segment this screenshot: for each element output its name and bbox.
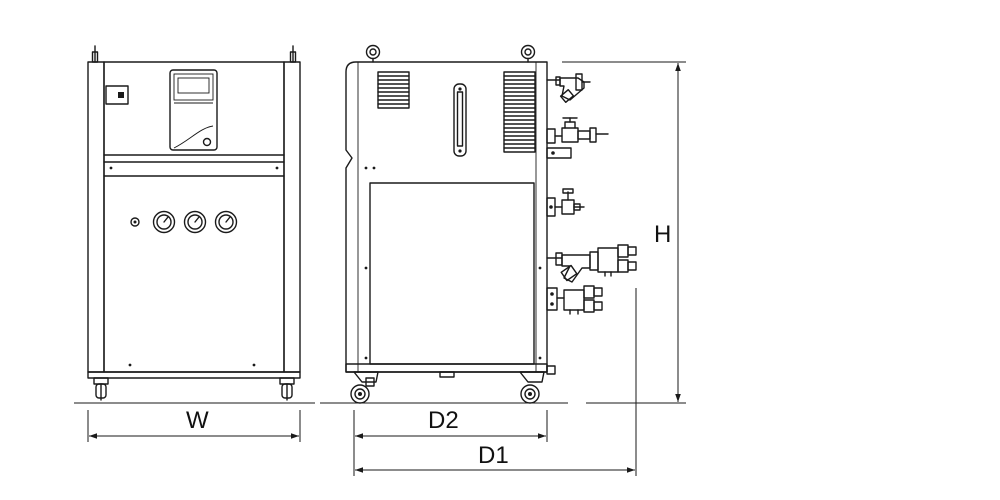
side-caster-left [350,371,379,404]
coupling-lower-icon [546,285,603,315]
pressure-gauge-2-icon [183,210,207,234]
depth-body-label: D2 [428,407,459,434]
side-view [320,44,637,404]
side-access-panel [369,182,535,365]
gate-valve-icon [546,188,585,217]
drain-plug-icon [439,371,455,378]
y-strainer-lower-icon [546,244,637,283]
front-switch-plate [105,85,129,105]
y-strainer-top-icon [546,73,591,103]
depth-total-label: D1 [478,442,509,469]
pressure-gauge-3-icon [214,210,238,234]
dimension-lines [87,61,686,476]
front-bottom-rail [87,371,301,379]
front-body [103,61,285,373]
front-caster-left [93,377,109,401]
side-lifting-eye-right [520,44,536,63]
side-lifting-eye-left [365,44,381,63]
front-door [103,175,285,373]
controller-panel [169,69,218,151]
front-post-left [87,61,105,373]
power-lamp-icon [202,137,212,147]
level-gauge-icon [453,83,467,157]
valve-assembly-upper-icon [546,117,609,159]
side-vent-left [377,71,410,109]
front-lifting-pin-right [289,45,297,63]
front-view [74,45,315,404]
width-label: W [186,407,209,434]
front-caster-right [279,377,295,401]
side-caster-right [519,371,545,404]
front-lifting-pin-left [91,45,99,63]
side-vent-right [503,71,536,153]
pressure-gauge-1-icon [152,210,176,234]
indicator-lamp-icon [130,217,140,227]
front-post-right [283,61,301,373]
height-label: H [654,221,671,248]
